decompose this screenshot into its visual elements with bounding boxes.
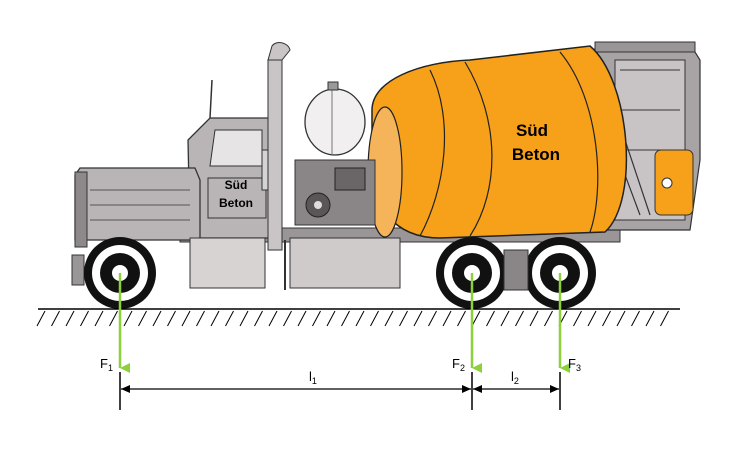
ground-hatch-line [370,310,379,327]
door-logo-line1: Süd [225,178,248,192]
ground-hatch-line [239,310,249,327]
battery-box [289,237,401,289]
force-arrows [118,273,570,373]
ground-hatch-line [616,310,626,327]
fuel-tank [189,237,266,289]
ground-hatch-line [631,310,640,327]
ground-hatch-line [51,310,60,327]
ground [36,308,680,327]
dimension-label-l2: l2 [511,369,519,386]
cab: Süd Beton [187,79,281,239]
ground-hatch-line [486,310,495,327]
drum-logo-line1: Süd [516,121,548,140]
hood [71,167,201,286]
drum-logo-line2: Beton [512,145,560,164]
ground-hatch-line [268,310,278,327]
ground-hatch-line [210,310,220,327]
ground-hatch-line [515,310,524,327]
ground-hatch-line [138,310,147,327]
ground-hatch-line [602,310,611,327]
ground-hatch-line [529,310,539,327]
ground-hatch-line [36,310,46,327]
ground-hatch-line [660,310,669,327]
ground-hatch-line [94,310,104,327]
ground-hatch-line [123,310,133,327]
ground-hatch-line [645,310,655,327]
rear-suspension [503,249,529,291]
ground-hatch-line [297,310,307,327]
exhaust-stack [267,42,291,251]
ground-hatch-line [254,310,263,327]
ground-hatch-line [573,310,582,327]
force-label-f1: F1 [100,356,113,373]
mixer-drum: Süd Beton [367,45,628,239]
dimension-label-l1: l1 [309,369,317,386]
ground-hatch-line [442,310,452,327]
ground-hatch-line [500,310,510,327]
antenna [209,79,213,119]
ground-hatch-line [152,310,162,327]
ground-hatch-line [80,310,89,327]
ground-hatch-line [225,310,234,327]
ground-hatch-line [457,310,466,327]
force-label-f2: F2 [452,356,465,373]
ground-hatch-line [65,310,75,327]
ground-hatch-line [355,310,365,327]
ground-hatch-line [167,310,176,327]
hydraulic-pump [294,159,376,226]
ground-hatch-line [312,310,321,327]
ground-hatch-line [109,310,118,327]
ground-hatch-line [428,310,437,327]
ground-hatch-line [399,310,408,327]
force-label-f3: F3 [568,356,581,373]
ground-hatch-line [413,310,423,327]
ground-hatch-line [326,310,336,327]
water-tank [304,81,366,156]
dimension-lines [119,372,561,410]
ground-hatch-line [471,310,481,327]
ground-hatch-line [384,310,394,327]
ground-hatch-line [544,310,553,327]
ground-hatch-line [181,310,191,327]
ground-hatch-line [283,310,292,327]
ground-hatch-line [587,310,597,327]
door-logo-line2: Beton [219,196,253,210]
truck: Süd Beton Süd Beton [71,41,701,309]
ground-hatch-line [196,310,205,327]
ground-hatch-line [341,310,350,327]
